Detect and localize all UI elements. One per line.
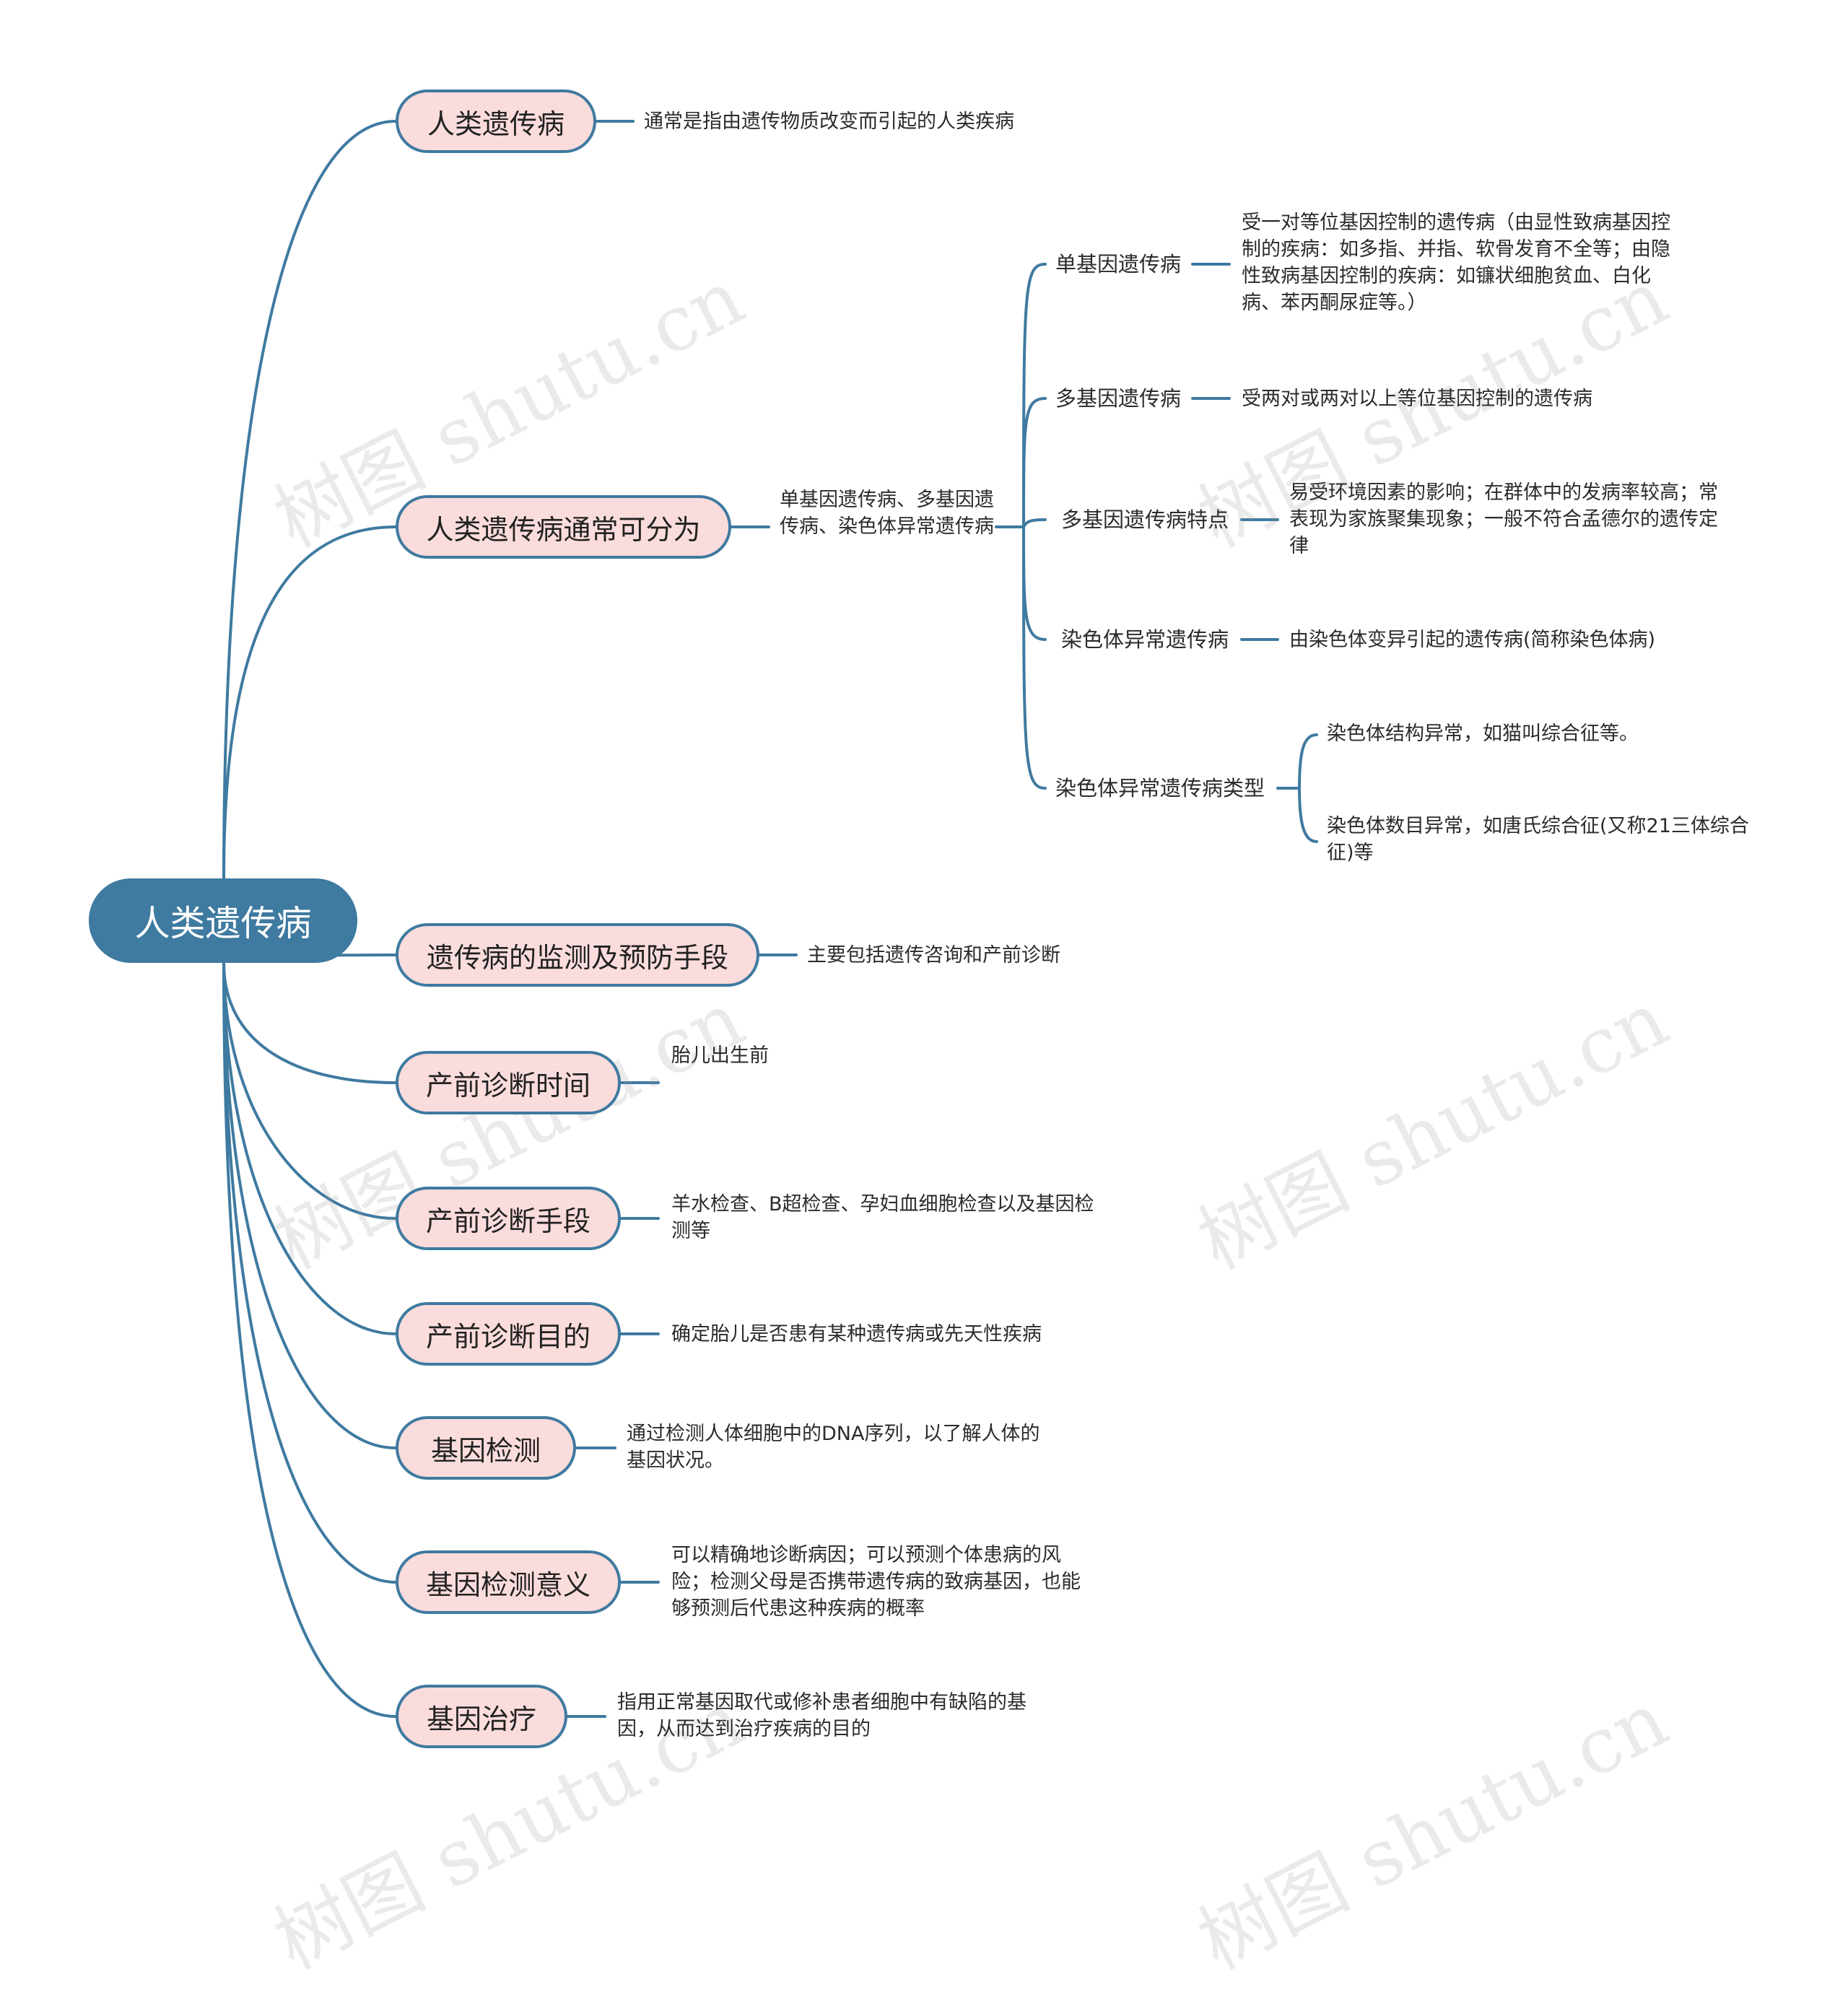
leaf-item: 染色体结构异常，如猫叫综合征等。 xyxy=(1327,723,1639,745)
branch-desc: 通常是指由遗传物质改变而引起的人类疾病 xyxy=(644,110,1014,133)
sub-node-label[interactable]: 多基因遗传病 xyxy=(1055,386,1182,411)
sub-node-desc: 受两对或两对以上等位基因控制的遗传病 xyxy=(1242,388,1592,410)
sub-node-desc: 由染色体变异引起的遗传病(简称染色体病) xyxy=(1289,629,1656,651)
sub-node-label[interactable]: 多基因遗传病特点 xyxy=(1061,507,1229,532)
root-node[interactable]: 人类遗传病 xyxy=(89,878,357,963)
sub-node-label[interactable]: 染色体异常遗传病类型 xyxy=(1055,776,1265,800)
leaf-item: 染色体数目异常，如唐氏综合征(又称21三体综合征)等 xyxy=(1327,815,1749,864)
sub-node-desc: 易受环境因素的影响；在群体中的发病率较高；常表现为家族聚集现象；一般不符合孟德尔… xyxy=(1289,481,1718,557)
branch-desc: 可以精确地诊断病因；可以预测个体患病的风险；检测父母是否携带遗传病的致病基因，也… xyxy=(671,1544,1081,1620)
branch-desc: 羊水检查、B超检查、孕妇血细胞检查以及基因检测等 xyxy=(671,1193,1094,1242)
branch-desc: 胎儿出生前 xyxy=(671,1044,769,1067)
branch-node[interactable]: 产前诊断目的 xyxy=(396,1302,621,1366)
sub-node-desc: 受一对等位基因控制的遗传病（由显性致病基因控制的疾病：如多指、并指、软骨发育不全… xyxy=(1242,211,1670,314)
branch-node[interactable]: 产前诊断手段 xyxy=(396,1187,621,1250)
branch-node[interactable]: 基因检测 xyxy=(396,1416,576,1480)
sub-node-label[interactable]: 染色体异常遗传病 xyxy=(1061,627,1229,652)
branch-node[interactable]: 产前诊断时间 xyxy=(396,1051,621,1114)
sub-node-label[interactable]: 单基因遗传病 xyxy=(1055,252,1182,276)
branch-desc: 指用正常基因取代或修补患者细胞中有缺陷的基因，从而达到治疗疾病的目的 xyxy=(617,1691,1027,1740)
connector-lines xyxy=(222,120,1318,1718)
branch-node[interactable]: 人类遗传病通常可分为 xyxy=(396,495,731,559)
branch-desc: 通过检测人体细胞中的DNA序列，以了解人体的基因状况。 xyxy=(627,1423,1040,1472)
branch-desc: 主要包括遗传咨询和产前诊断 xyxy=(807,944,1060,966)
branch-node[interactable]: 遗传病的监测及预防手段 xyxy=(396,923,759,987)
branch-node[interactable]: 人类遗传病 xyxy=(396,90,596,153)
branch-node[interactable]: 基因检测意义 xyxy=(396,1550,621,1614)
branch-node[interactable]: 基因治疗 xyxy=(396,1685,567,1748)
branch-desc: 单基因遗传病、多基因遗传病、染色体异常遗传病 xyxy=(780,489,994,538)
branch-desc: 确定胎儿是否患有某种遗传病或先天性疾病 xyxy=(671,1323,1042,1345)
